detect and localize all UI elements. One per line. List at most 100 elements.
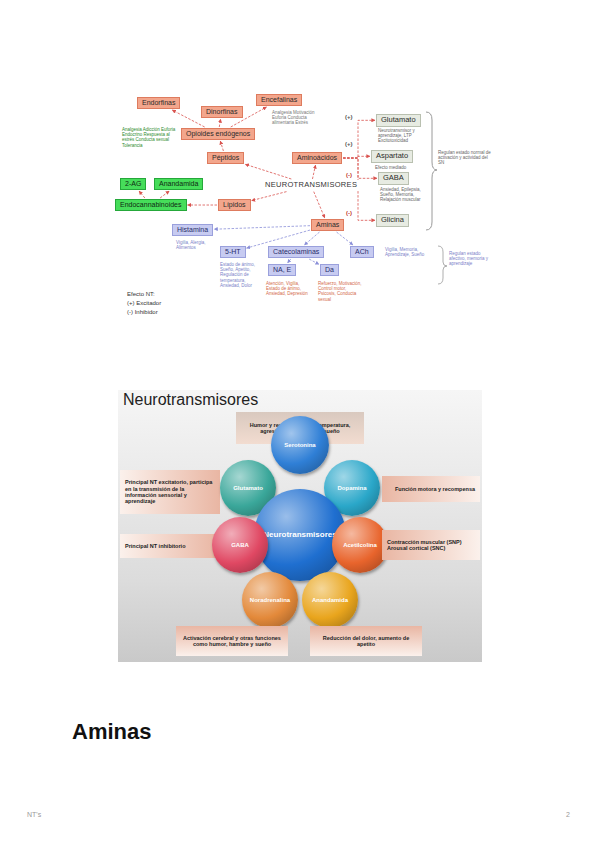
- description-band: Contracción muscular (SNP) Arousal corti…: [382, 530, 480, 560]
- connector: [245, 164, 291, 179]
- node-text: Glutamato: [381, 115, 416, 124]
- nt-sphere: Serotonina: [271, 416, 329, 474]
- panel-title: Neurotransmisores: [123, 391, 258, 409]
- section-heading: Aminas: [72, 719, 151, 744]
- node-text: Endocannabinoides: [120, 201, 182, 208]
- note-label: Analgesia Adicción Euforia Endocrino Res…: [122, 127, 176, 148]
- node-text: Péptidos: [212, 154, 239, 161]
- node-text: Catecolaminas: [273, 248, 319, 255]
- node-text: Anandamida: [312, 597, 348, 604]
- connector: [160, 191, 169, 198]
- lipid-box: Anandamida: [154, 178, 203, 190]
- connector: [337, 232, 353, 245]
- nt-sphere: Neurotransmisores: [254, 489, 346, 581]
- node-text: Lípidos: [223, 201, 246, 208]
- node-text: Aminoácidos: [297, 154, 337, 161]
- node-text: Acetilcolina: [343, 542, 377, 549]
- note-label: Efecto mediado: [375, 165, 423, 170]
- amino-bracket: [426, 112, 437, 230]
- node-text: Aspartato: [376, 151, 408, 160]
- nt-sphere: GABA: [212, 517, 268, 573]
- connector: [172, 110, 204, 127]
- node-text: Reducción del dolor, aumento de apetito: [315, 635, 417, 648]
- note-label: (-) Inhibidor: [127, 309, 158, 316]
- node-text: Contracción muscular (SNP) Arousal corti…: [387, 539, 475, 552]
- footer-text: NT's: [27, 811, 41, 819]
- node-text: 5-HT: [225, 248, 241, 255]
- node-text: Glicina: [381, 215, 404, 224]
- node-text: 2-AG: [125, 180, 141, 187]
- description-band: Principal NT inhibitorio: [120, 534, 218, 558]
- node-text: ACh: [355, 248, 369, 255]
- node-text: Glutamato: [233, 485, 263, 492]
- description-band: Activación cerebral y otras funciones co…: [176, 626, 288, 656]
- connector: [309, 259, 319, 264]
- note-label: Atención, Vigilia, Estado de ánimo, Ansi…: [266, 281, 312, 297]
- node-text: Opioides endógenos: [186, 130, 250, 137]
- note-label: (+) Excitador: [127, 300, 161, 307]
- aminoacid-box: Glutamato: [376, 114, 421, 127]
- connector: [220, 141, 223, 151]
- description-band: Reducción del dolor, aumento de apetito: [310, 626, 422, 656]
- connector: [304, 232, 319, 245]
- node-text: Serotonina: [284, 442, 315, 449]
- node-text: Neurotransmisores: [263, 530, 336, 539]
- connector: [188, 205, 218, 206]
- amines-bracket: [438, 246, 447, 284]
- node-text: Da: [325, 266, 334, 273]
- note-label: Refuerzo, Motivación, Control motor, Psi…: [318, 281, 364, 302]
- connector: [288, 259, 291, 263]
- note-label: (+): [345, 114, 353, 121]
- lipid-box: 2-AG: [120, 178, 146, 190]
- node-text: Encefalinas: [261, 96, 297, 103]
- category-box: Encefalinas: [256, 94, 302, 106]
- note-label: Vigilia, Alergia, Alimentos: [176, 240, 222, 250]
- node-text: NEUROTRANSMISORES: [265, 180, 357, 189]
- amine-box: NA, E: [268, 264, 296, 276]
- note-label: (-): [346, 172, 352, 179]
- note-label: (+): [345, 141, 353, 148]
- connector: [314, 192, 325, 218]
- connector: [252, 192, 287, 201]
- connector: [312, 165, 315, 179]
- amine-box: ACh: [350, 246, 374, 258]
- root-label-box: NEUROTRANSMISORES: [262, 180, 360, 191]
- node-text: Activación cerebral y otras funciones co…: [181, 635, 283, 648]
- amine-box: Histamina: [172, 224, 213, 236]
- connector: [214, 226, 310, 230]
- footer-text: 2: [566, 811, 570, 819]
- category-box: Péptidos: [207, 152, 244, 164]
- node-text: Dinorfinas: [206, 108, 238, 115]
- image-panel: NeurotransmisoresHumor y regulación de l…: [118, 390, 482, 662]
- node-text: Aminas: [316, 221, 339, 228]
- node-text: Principal NT inhibitorio: [125, 543, 186, 549]
- note-label: Ansiedad, Epilepsia, Sueño, Memoria, Rel…: [380, 187, 424, 203]
- node-text: Anandamida: [159, 180, 198, 187]
- note-label: Efecto NT:: [127, 291, 155, 298]
- note-label: Regulan estado normal de activación y ac…: [438, 150, 492, 166]
- note-label: Neurotransmisor y aprendizaje, LTP Excit…: [378, 128, 426, 144]
- note-label: Analgesia Motivación Euforia Conducta al…: [272, 110, 316, 126]
- nt-sphere: Acetilcolina: [332, 517, 388, 573]
- note-label: (-): [346, 210, 352, 217]
- node-text: Principal NT excitatorio, participa en l…: [125, 479, 215, 504]
- connector: [219, 119, 220, 127]
- category-box: Lípidos: [218, 199, 251, 211]
- node-text: Noradrenalina: [250, 597, 290, 604]
- lipid-box: Endocannabinoides: [115, 199, 187, 211]
- nt-sphere: Noradrenalina: [242, 572, 298, 628]
- category-box: Endorfinas: [137, 97, 180, 109]
- description-band: Función motora y recompensa: [382, 476, 480, 502]
- node-text: NA, E: [273, 266, 291, 273]
- node-text: Función motora y recompensa: [395, 486, 475, 492]
- aminoacid-box: Aspartato: [371, 150, 413, 163]
- node-text: GABA: [231, 542, 249, 549]
- node-text: Endorfinas: [142, 99, 175, 106]
- category-box: Aminoácidos: [292, 152, 342, 164]
- aminoacid-box: GABA: [378, 172, 409, 185]
- node-text: Histamina: [177, 226, 208, 233]
- note-label: Vigilia, Memoria, Aprendizaje, Sueño: [385, 247, 429, 257]
- note-label: Estado de ánimo, Sueño, Apetito, Regulac…: [220, 262, 264, 288]
- amine-box: Da: [320, 264, 339, 276]
